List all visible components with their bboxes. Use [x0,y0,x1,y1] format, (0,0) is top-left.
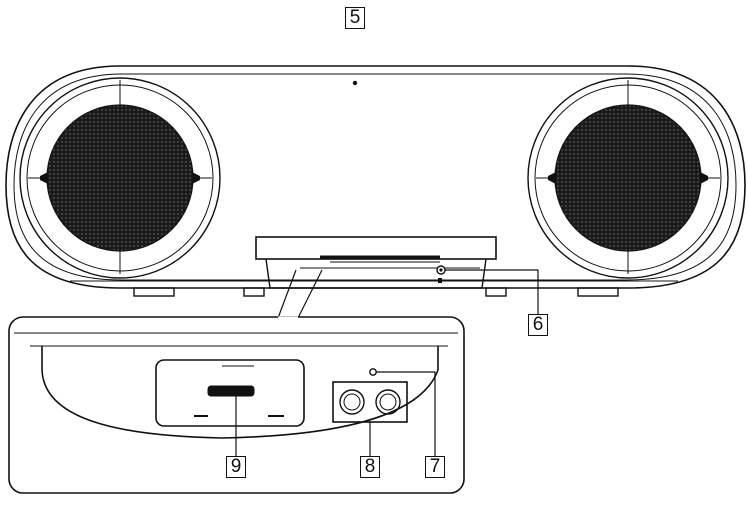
zoom-lines [277,269,323,319]
top-indicator-dot [352,80,358,86]
callout-7: 7 [425,456,445,478]
speaker-body [5,65,746,289]
callout-9: 9 [226,456,246,478]
right-speaker [527,77,729,279]
callout-6: 6 [528,314,548,336]
dock-panel [255,236,497,289]
left-speaker [19,77,221,279]
leader-lines-inset [235,371,436,456]
callout-5: 5 [345,7,365,29]
leader-line-6 [445,269,539,314]
callout-8: 8 [360,456,380,478]
indicator-led [369,368,377,376]
speaker-feet [133,287,619,297]
